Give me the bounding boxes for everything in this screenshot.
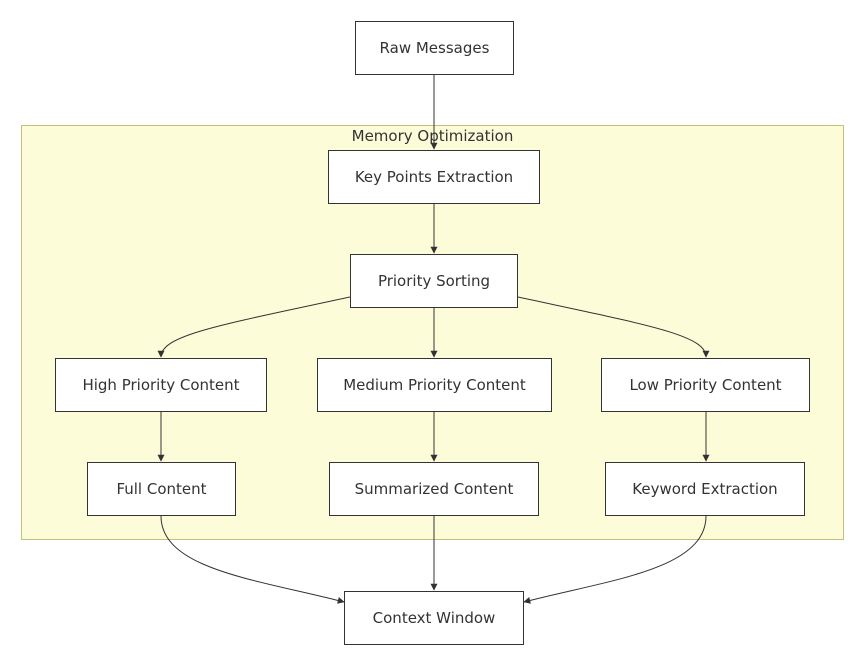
node-label: Key Points Extraction xyxy=(354,168,514,186)
node-key-points-extraction: Key Points Extraction xyxy=(328,150,540,204)
node-context-window: Context Window xyxy=(344,591,524,645)
node-label: Low Priority Content xyxy=(629,376,782,394)
node-keyword-extraction: Keyword Extraction xyxy=(605,462,805,516)
node-label: Summarized Content xyxy=(354,480,514,498)
edge-priority-to-low xyxy=(517,296,710,358)
node-label: Raw Messages xyxy=(379,39,490,57)
edge-priority-to-high xyxy=(157,296,351,358)
node-medium-priority-content: Medium Priority Content xyxy=(317,358,552,412)
node-label: Context Window xyxy=(372,609,496,627)
node-low-priority-content: Low Priority Content xyxy=(601,358,810,412)
node-raw-messages: Raw Messages xyxy=(355,21,514,75)
edge-keyword-to-context xyxy=(523,515,707,604)
node-high-priority-content: High Priority Content xyxy=(55,358,267,412)
node-label: Keyword Extraction xyxy=(632,480,778,498)
node-label: High Priority Content xyxy=(82,376,240,394)
node-summarized-content: Summarized Content xyxy=(329,462,539,516)
node-full-content: Full Content xyxy=(87,462,236,516)
cluster-label: Memory Optimization xyxy=(351,127,514,145)
node-label: Medium Priority Content xyxy=(343,376,526,394)
edge-full-to-context xyxy=(160,515,345,604)
node-label: Priority Sorting xyxy=(377,272,491,290)
node-label: Full Content xyxy=(116,480,207,498)
node-priority-sorting: Priority Sorting xyxy=(350,254,518,308)
